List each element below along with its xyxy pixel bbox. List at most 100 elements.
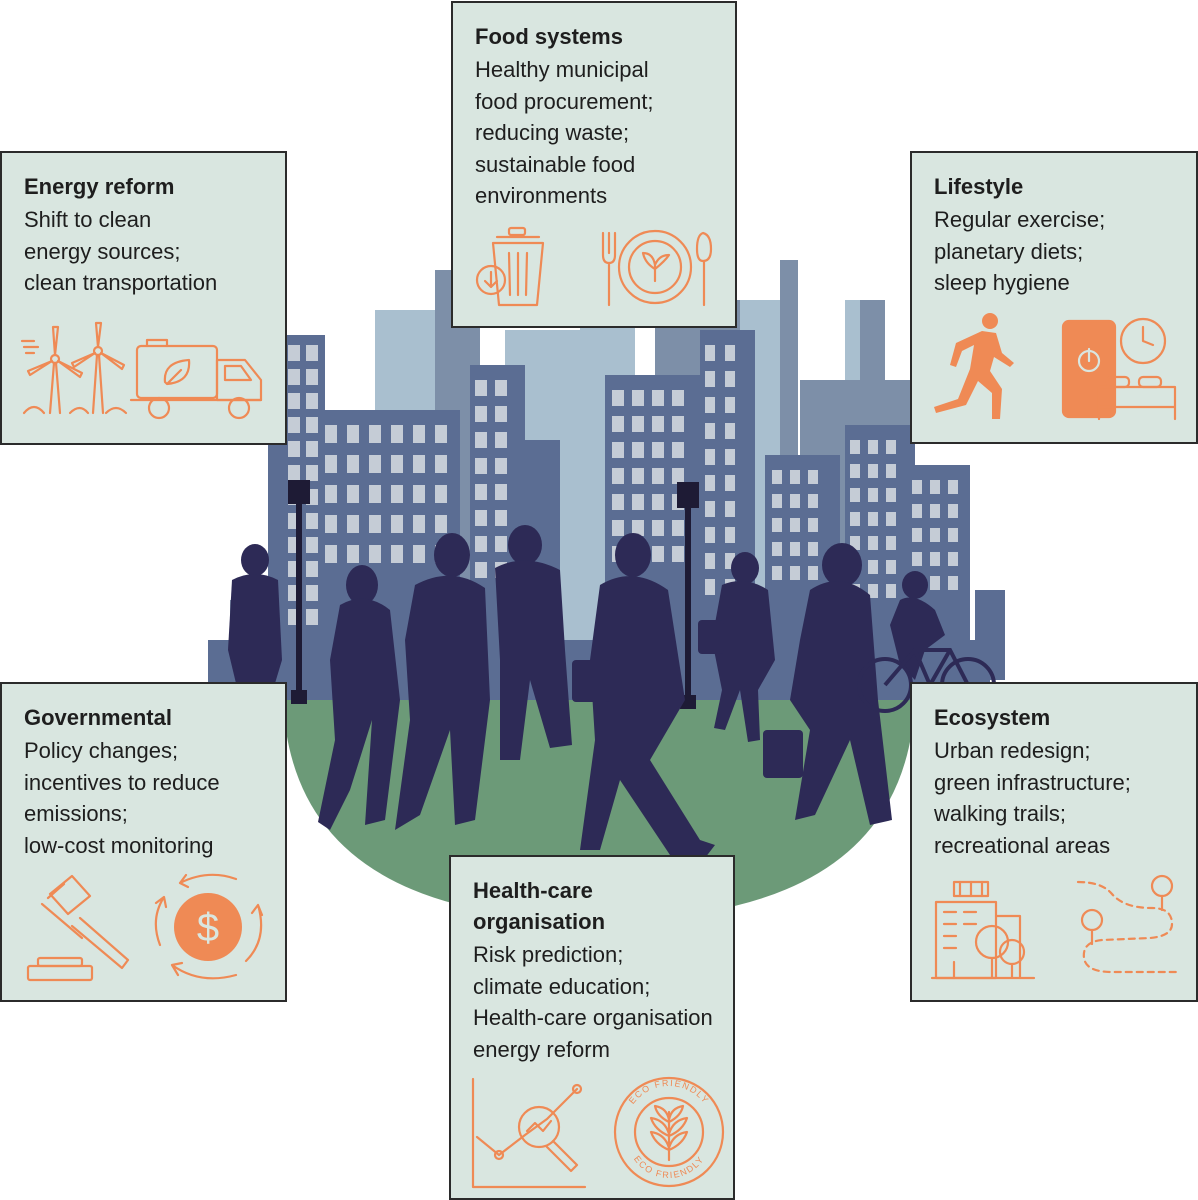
building-window [725, 475, 735, 491]
building-window [930, 528, 940, 542]
building-window [495, 510, 507, 526]
building-window [288, 441, 300, 457]
card-line: incentives to reduce [24, 769, 220, 795]
card-line: low-cost monitoring [24, 832, 214, 858]
building-window [725, 423, 735, 439]
building-window [930, 504, 940, 518]
card-title: Ecosystem [934, 705, 1051, 730]
building-window [306, 345, 318, 361]
building-window [912, 552, 922, 566]
building-window [886, 584, 896, 598]
card-line: planetary diets; [934, 238, 1084, 264]
building-window [948, 576, 958, 590]
building-window [288, 369, 300, 385]
building-window [808, 566, 818, 580]
building-window [868, 440, 878, 454]
building-window [495, 484, 507, 500]
building-window [652, 442, 664, 458]
plate-cutlery-icon [601, 229, 713, 307]
building-window [306, 465, 318, 481]
building-window [391, 515, 403, 533]
building-window [725, 527, 735, 543]
building-window [347, 425, 359, 443]
building-window [306, 537, 318, 553]
green-building-icon [930, 880, 1036, 980]
card-governmental: Governmental Policy changes; incentives … [0, 682, 287, 1002]
building-window [306, 609, 318, 625]
building-window [868, 464, 878, 478]
building-window [325, 485, 337, 503]
card-line: clean transportation [24, 270, 218, 295]
building-window [475, 510, 487, 526]
building-window [808, 542, 818, 556]
building-window [930, 480, 940, 494]
building-window [475, 562, 487, 578]
building-window [930, 552, 940, 566]
building-window [413, 455, 425, 473]
building-window [632, 468, 644, 484]
building-window [475, 432, 487, 448]
building-window [705, 579, 715, 595]
card-line: energy reform [473, 1036, 610, 1062]
building-window [705, 527, 715, 543]
building-window [632, 494, 644, 510]
building-window [495, 406, 507, 422]
building-window [306, 561, 318, 577]
runner-icon [934, 313, 1014, 419]
building-window [672, 442, 684, 458]
building-window [495, 458, 507, 474]
card-line: sustainable food [475, 151, 636, 177]
building-window [435, 515, 447, 533]
building-window [325, 545, 337, 563]
electric-truck-icon [129, 338, 263, 420]
building-window [772, 470, 782, 484]
building-windows [288, 345, 958, 625]
building-window [288, 393, 300, 409]
building-window [306, 369, 318, 385]
building-window [705, 423, 715, 439]
building-window [850, 440, 860, 454]
building-window [705, 371, 715, 387]
building-window [475, 458, 487, 474]
building-window [347, 485, 359, 503]
building-window [288, 465, 300, 481]
building-window [868, 584, 878, 598]
building-window [347, 455, 359, 473]
card-title-line-2: organisation [473, 909, 606, 934]
building-window [391, 425, 403, 443]
svg-text:$: $ [197, 906, 219, 950]
building-window [808, 494, 818, 508]
building-window [652, 546, 664, 562]
street-lamp-right [677, 482, 699, 709]
badge-text-top: ECO FRIENDLY [627, 1078, 711, 1106]
pedestrians [228, 525, 945, 858]
building-window [725, 371, 735, 387]
building-window [435, 455, 447, 473]
card-title-line-1: Health-care [473, 878, 593, 903]
building-window [772, 542, 782, 556]
card-line: environments [475, 183, 608, 208]
card-line: Shift to clean [24, 207, 152, 232]
card-line: Risk prediction; [473, 942, 624, 967]
card-line: emissions; [24, 801, 128, 826]
card-health-care-organisation: Health-care organisation Risk prediction… [449, 855, 735, 1200]
card-title: Energy reform [24, 174, 175, 199]
building-window [705, 449, 715, 465]
card-title: Lifestyle [934, 174, 1024, 199]
building-window [391, 545, 403, 563]
card-line: walking trails; [934, 801, 1067, 826]
card-line: Healthy municipal [475, 57, 649, 82]
building-window [306, 417, 318, 433]
card-line: Policy changes; [24, 738, 179, 763]
building-window [705, 345, 715, 361]
building-window [868, 488, 878, 502]
building-window [306, 441, 318, 457]
building-window [475, 406, 487, 422]
building-window [672, 468, 684, 484]
card-line: green infrastructure; [934, 769, 1131, 795]
building-window [912, 480, 922, 494]
street-lamp-left [288, 480, 310, 704]
card-line: Urban redesign; [934, 738, 1091, 763]
building-window [652, 416, 664, 432]
